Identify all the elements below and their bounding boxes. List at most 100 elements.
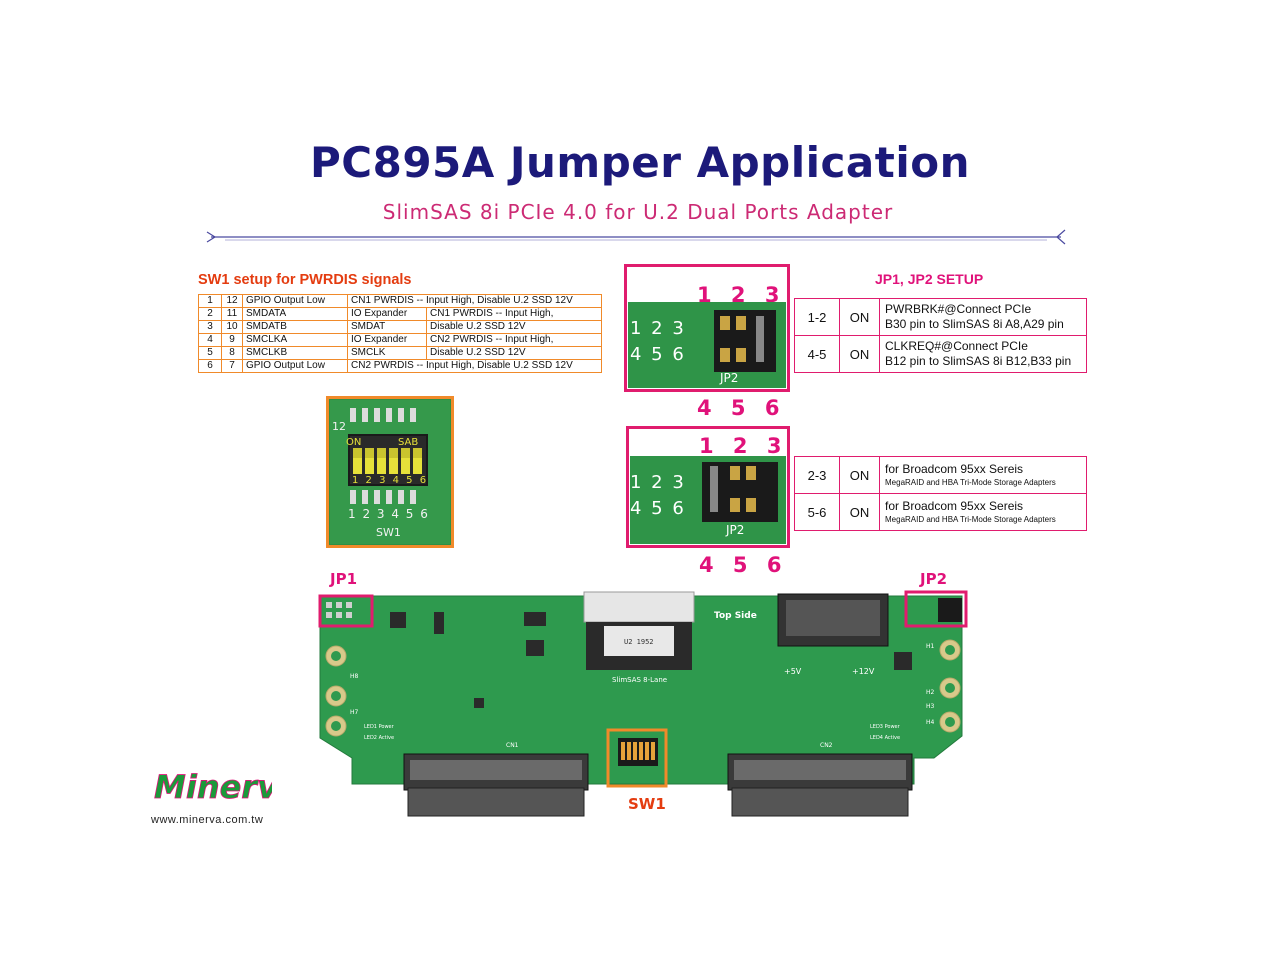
table-cell: 9: [221, 333, 243, 347]
table-row: 2 11 SMDATA IO Expander CN1 PWRDIS -- In…: [198, 307, 602, 321]
table-cell: SMCLKB: [242, 346, 348, 360]
footer-url[interactable]: www.minerva.com.tw: [151, 814, 264, 826]
minerva-logo: Minerva: [154, 768, 272, 807]
h1-label: H1: [926, 643, 935, 650]
jp-photo2-pcb-top-numbers: 1 2 3: [630, 472, 686, 493]
slimsas-label: SlimSAS 8-Lane: [612, 676, 667, 684]
table-cell: 12: [221, 294, 243, 308]
table-cell: 2: [198, 307, 222, 321]
table-cell: GPIO Output Low: [242, 359, 348, 373]
h7-label: H7: [350, 709, 359, 716]
table-cell: IO Expander: [347, 307, 427, 321]
table-row: 4 9 SMCLKA IO Expander CN2 PWRDIS -- Inp…: [198, 333, 602, 347]
table-cell: CN1 PWRDIS -- Input High, Disable U.2 SS…: [347, 294, 602, 308]
table-cell: 5-6: [794, 493, 840, 531]
desc-line: B12 pin to SlimSAS 8i B12,B33 pin: [885, 354, 1072, 368]
led3-label: LED3 Power: [870, 724, 901, 730]
table-row: 6 7 GPIO Output Low CN2 PWRDIS -- Input …: [198, 359, 602, 373]
plus5v-label: +5V: [784, 667, 802, 676]
jp-photo2-pcb-bottom-numbers: 4 5 6: [630, 498, 686, 519]
sw1-photo-sab-label: SAB: [398, 437, 418, 448]
sw1-photo-label: SW1: [376, 526, 401, 539]
table-row: 5 8 SMCLKB SMCLK Disable U.2 SSD 12V: [198, 346, 602, 360]
table-cell: 6: [198, 359, 222, 373]
jp1-label: JP1: [330, 570, 358, 588]
table-cell: 2-3: [794, 456, 840, 494]
table-cell: Disable U.2 SSD 12V: [426, 346, 602, 360]
jp-photo1-bottom-pins: 4 5 6: [697, 396, 786, 420]
table-cell: 4-5: [794, 335, 840, 373]
chip-label: U2 1952: [624, 638, 654, 646]
h8-label: H8: [350, 673, 359, 680]
logo-text: Minerva: [154, 768, 272, 806]
table-row: 1 12 GPIO Output Low CN1 PWRDIS -- Input…: [198, 294, 602, 308]
led4-label: LED4 Active: [870, 735, 900, 741]
jp-photo2-top-pins: 1 2 3: [699, 434, 788, 458]
jp-photo1-label: JP2: [719, 371, 738, 385]
table-cell: SMCLK: [347, 346, 427, 360]
jp-photo1-pcb-bottom-numbers: 4 5 6: [630, 344, 686, 365]
table-cell: GPIO Output Low: [242, 294, 348, 308]
desc-line: B30 pin to SlimSAS 8i A8,A29 pin: [885, 317, 1064, 331]
table-cell: 4: [198, 333, 222, 347]
cn1-label: CN1: [506, 742, 519, 749]
h4-label: H4: [926, 719, 935, 726]
table-cell: ON: [839, 456, 880, 494]
table-cell: IO Expander: [347, 333, 427, 347]
title-divider: [206, 229, 1066, 245]
desc-line: MegaRAID and HBA Tri-Mode Storage Adapte…: [885, 477, 1056, 487]
led2-label: LED2 Active: [364, 735, 394, 741]
table-cell: 3: [198, 320, 222, 334]
pcb-board: U2 1952 SlimSAS 8-Lane Top Side +5V +12V…: [318, 590, 968, 817]
desc-line: for Broadcom 95xx Sereis: [885, 461, 1024, 476]
jp-setup-title: JP1, JP2 SETUP: [875, 271, 984, 287]
sw1-heading: SW1 setup for PWRDIS signals: [198, 272, 412, 288]
sw1-photo-on-label: ON: [346, 437, 361, 448]
table-cell: Disable U.2 SSD 12V: [426, 320, 602, 334]
desc-line: for Broadcom 95xx Sereis: [885, 498, 1024, 513]
table-cell: SMDATB: [242, 320, 348, 334]
table-row: 3 10 SMDATB SMDAT Disable U.2 SSD 12V: [198, 320, 602, 334]
h3-label: H3: [926, 703, 935, 710]
desc-line: CLKREQ#@Connect PCIe: [885, 339, 1028, 353]
table-cell: ON: [839, 493, 880, 531]
sw1-photo-pcb-numbers: 1 2 3 4 5 6: [348, 507, 429, 521]
jp-photo2-label: JP2: [725, 523, 744, 537]
table-cell: 8: [221, 346, 243, 360]
table-cell: CN2 PWRDIS -- Input High, Disable U.2 SS…: [347, 359, 602, 373]
table-cell: ON: [839, 298, 880, 336]
sw1-photo-switch-numbers: 1 2 3 4 5 6: [352, 475, 428, 486]
jp2-label: JP2: [920, 570, 948, 588]
table-cell: CN1 PWRDIS -- Input High,: [426, 307, 602, 321]
table-cell: 7: [221, 359, 243, 373]
table-cell: SMCLKA: [242, 333, 348, 347]
sw1-photo: 12 ON SAB 1 2 3 4 5 6 1 2 3 4 5 6 SW1: [326, 396, 454, 548]
sw1-photo-top-number: 12: [332, 420, 346, 433]
table-cell: 5: [198, 346, 222, 360]
table-cell: SMDAT: [347, 320, 427, 334]
h2-label: H2: [926, 689, 935, 696]
plus12v-label: +12V: [852, 667, 875, 676]
table-cell: 10: [221, 320, 243, 334]
page-subtitle: SlimSAS 8i PCIe 4.0 for U.2 Dual Ports A…: [382, 200, 894, 224]
jp-photo1: 1 2 3 4 5 6 JP2: [624, 264, 790, 392]
table-cell: ON: [839, 335, 880, 373]
led1-label: LED1 Power: [364, 724, 395, 730]
cn2-label: CN2: [820, 742, 833, 749]
table-cell: SMDATA: [242, 307, 348, 321]
table-cell: 1: [198, 294, 222, 308]
jp-photo2: 1 2 3 4 5 6 JP2: [626, 426, 790, 548]
table-cell: CN2 PWRDIS -- Input High,: [426, 333, 602, 347]
page-title: PC895A Jumper Application: [310, 138, 970, 187]
table-cell: 1-2: [794, 298, 840, 336]
sw1-board-label: SW1: [628, 795, 666, 813]
